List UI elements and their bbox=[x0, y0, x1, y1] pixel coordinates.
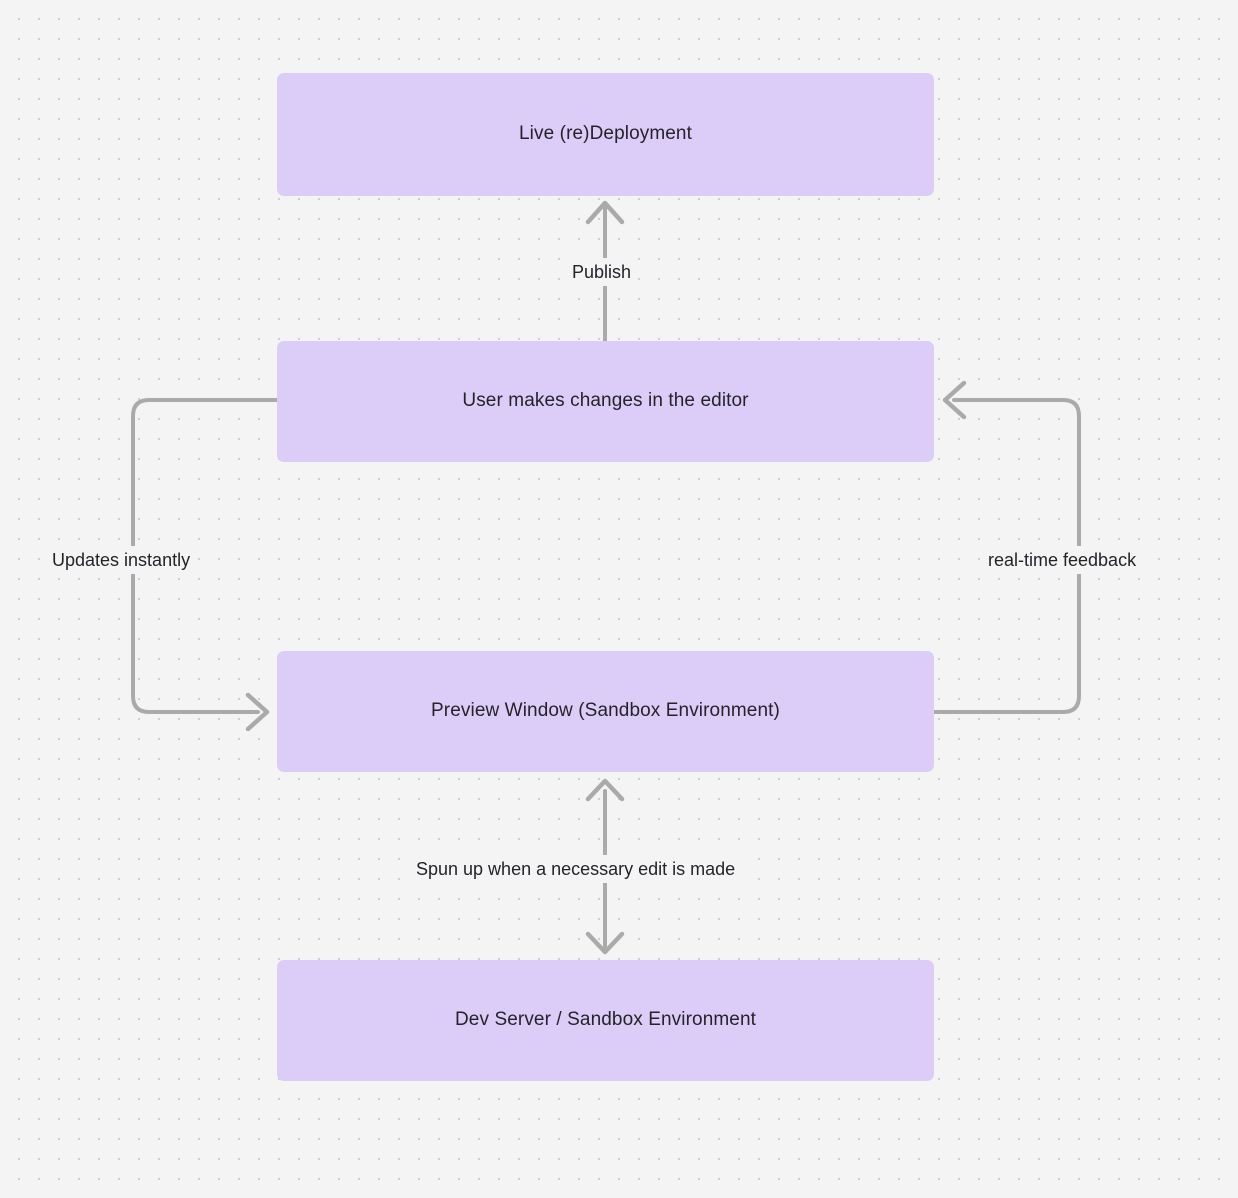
edge-label-updates-instantly: Updates instantly bbox=[46, 546, 197, 574]
node-live-deployment-label: Live (re)Deployment bbox=[519, 123, 692, 145]
node-dev-server-label: Dev Server / Sandbox Environment bbox=[454, 1009, 756, 1031]
node-preview-window-label: Preview Window (Sandbox Environment) bbox=[431, 700, 780, 722]
node-preview-window[interactable]: Preview Window (Sandbox Environment) bbox=[277, 651, 934, 772]
node-live-deployment[interactable]: Live (re)Deployment bbox=[277, 73, 934, 196]
node-user-changes[interactable]: User makes changes in the editor bbox=[277, 341, 934, 462]
edge-label-publish: Publish bbox=[566, 258, 638, 286]
edge-label-spun-up: Spun up when a necessary edit is made bbox=[410, 855, 742, 883]
edge-label-real-time-feedback: real-time feedback bbox=[982, 546, 1143, 574]
node-dev-server[interactable]: Dev Server / Sandbox Environment bbox=[277, 960, 934, 1081]
node-user-changes-label: User makes changes in the editor bbox=[462, 390, 749, 412]
